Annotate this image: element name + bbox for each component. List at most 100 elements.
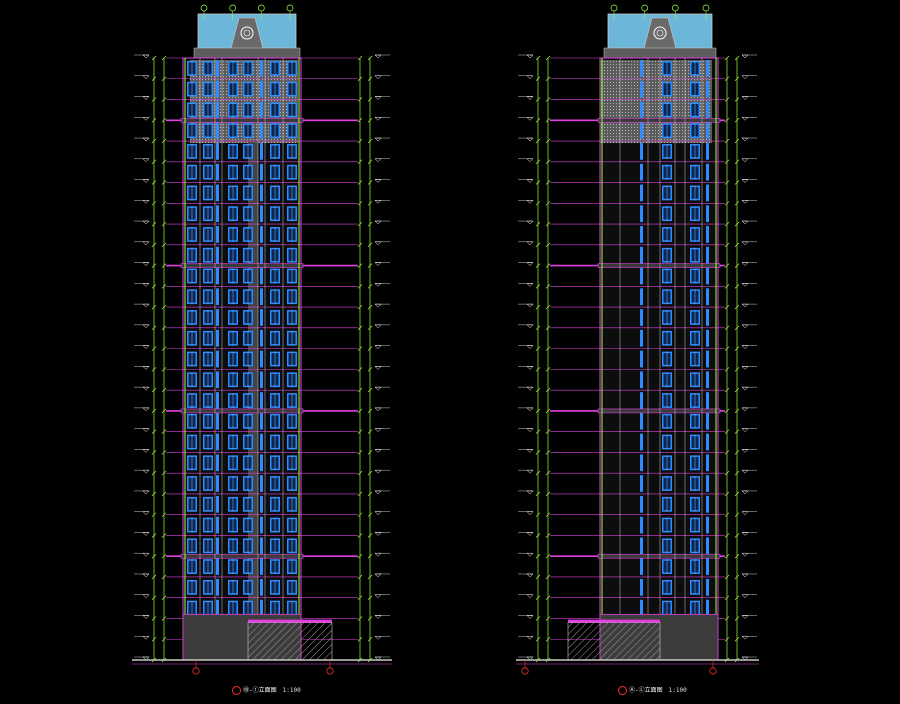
annex-coping <box>568 619 660 623</box>
dimension-tick <box>151 159 157 165</box>
window-slit <box>216 205 219 223</box>
dimension-tick <box>734 346 740 351</box>
window-slit <box>706 205 709 223</box>
dimension-tick <box>151 221 157 227</box>
dimension-tick <box>357 387 363 393</box>
dimension-tick <box>357 159 363 165</box>
dimension-tick <box>545 180 551 185</box>
dimension-tick <box>151 470 157 476</box>
floor-band <box>180 263 304 268</box>
dimension-tick <box>161 491 167 497</box>
dimension-tick <box>734 304 740 310</box>
window-slit <box>260 184 263 202</box>
dimension-tick <box>734 221 740 227</box>
dimension-tick <box>734 470 740 476</box>
window-slit <box>260 60 263 77</box>
level-marker-icon <box>142 158 150 163</box>
dimension-tick <box>734 263 740 268</box>
dimension-tick <box>357 408 363 414</box>
window-slit <box>216 392 219 409</box>
dimension-tick <box>535 636 541 642</box>
dimension-tick <box>161 221 167 227</box>
dimension-tick <box>734 118 740 123</box>
dimension-tick <box>161 470 167 476</box>
dimension-tick <box>535 616 541 621</box>
level-marker-icon <box>374 324 382 329</box>
window-slit <box>260 454 263 472</box>
dimension-tick <box>724 284 730 289</box>
dimension-tick <box>161 346 167 351</box>
dimension-tick <box>535 367 541 372</box>
dimension-tick <box>151 76 157 82</box>
drawing-title-text: ⑩-①立面图 <box>243 687 277 694</box>
dimension-tick <box>151 97 157 102</box>
level-marker-icon <box>526 511 534 516</box>
window-slit <box>640 184 643 202</box>
window-slit <box>216 475 219 492</box>
dimension-tick <box>151 242 157 248</box>
dimension-tick <box>724 304 730 310</box>
window-slit <box>706 309 709 326</box>
level-marker-icon <box>374 345 382 349</box>
dimension-tick <box>357 180 363 185</box>
dimension-tick <box>151 284 157 289</box>
window-slit <box>640 226 643 243</box>
dimension-tick <box>545 636 551 642</box>
level-marker-icon <box>142 324 150 329</box>
dimension-tick <box>535 76 541 82</box>
window-slit <box>640 205 643 223</box>
dimension-tick <box>734 429 740 434</box>
window-slit <box>706 454 709 472</box>
window-slit <box>260 412 263 430</box>
level-marker-icon <box>374 200 382 204</box>
window-slit <box>260 558 263 575</box>
dimension-tick <box>161 616 167 621</box>
dimension-tick <box>367 118 373 123</box>
axis-tag-icon <box>257 4 265 12</box>
level-marker-icon <box>741 96 749 100</box>
dimension-tick <box>545 491 551 497</box>
dimension-tick <box>367 76 373 82</box>
window-slit <box>216 163 219 181</box>
level-marker-icon <box>142 386 150 391</box>
dimension-tick <box>151 450 157 455</box>
dimension-tick <box>161 636 167 642</box>
level-marker-icon <box>741 407 749 412</box>
dimension-tick <box>545 55 551 61</box>
level-marker-icon <box>374 635 382 640</box>
dimension-tick <box>734 512 740 517</box>
window-slit <box>260 392 263 409</box>
level-marker-icon <box>526 532 534 536</box>
level-marker-icon <box>142 96 150 100</box>
dimension-tick <box>734 201 740 206</box>
level-marker-icon <box>526 490 534 495</box>
dimension-tick <box>161 138 167 144</box>
dimension-tick <box>545 387 551 393</box>
level-marker-icon <box>526 573 534 578</box>
level-marker-icon <box>142 200 150 204</box>
level-marker-icon <box>374 386 382 391</box>
dimension-tick <box>545 201 551 206</box>
dimension-tick <box>367 242 373 248</box>
axis-tag-icon <box>641 4 649 12</box>
dimension-tick <box>724 491 730 497</box>
dimension-tick <box>151 533 157 538</box>
level-marker-icon <box>374 511 382 516</box>
window-slit <box>216 599 219 617</box>
dimension-tick <box>724 367 730 372</box>
dimension-tick <box>151 387 157 393</box>
dimension-tick <box>535 408 541 414</box>
dimension-tick <box>724 263 730 268</box>
level-marker-icon <box>741 303 749 308</box>
dimension-tick <box>357 304 363 310</box>
window-slit <box>640 433 643 451</box>
dimension-tick <box>724 429 730 434</box>
dimension-tick <box>734 533 740 538</box>
level-marker-icon <box>526 75 534 80</box>
level-marker-icon <box>142 345 150 349</box>
dimension-tick <box>734 242 740 248</box>
window-slit <box>640 578 643 596</box>
dimension-tick <box>535 533 541 538</box>
window-slit <box>260 205 263 223</box>
